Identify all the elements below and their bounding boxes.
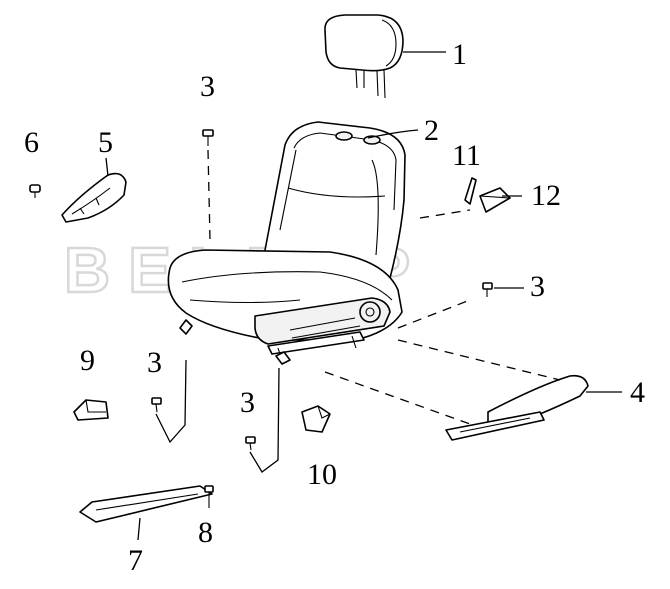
rail-cover-right — [445, 374, 589, 441]
callout-2: 2 — [424, 114, 439, 147]
callout-1: 1 — [452, 38, 467, 71]
bolt-mid-lower-line — [249, 367, 280, 473]
callout-4: 4 — [630, 376, 645, 409]
bracket-12 — [479, 187, 511, 213]
plate-10 — [301, 405, 331, 433]
screw-8 — [204, 485, 214, 508]
bolt-top — [202, 129, 214, 146]
bolt-right — [482, 282, 493, 297]
headrest — [324, 14, 404, 99]
dashed-line-bolt-right — [397, 299, 471, 329]
callout-9: 9 — [80, 344, 95, 377]
callout-3-top: 3 — [200, 70, 215, 103]
bolt-left-lower-line — [155, 359, 187, 444]
screw-6 — [29, 184, 41, 198]
dashed-line-rail-cover — [324, 371, 471, 425]
callout-3-right: 3 — [530, 270, 545, 303]
dashed-line-rail-cover-2 — [397, 339, 561, 381]
callout-5: 5 — [98, 126, 113, 159]
leader-line-5 — [105, 157, 109, 177]
clip-11 — [464, 177, 477, 205]
callout-10: 10 — [307, 458, 337, 491]
callout-3-left-lower: 3 — [147, 346, 162, 379]
bolt-mid-lower — [245, 436, 256, 451]
leader-line-2 — [367, 129, 419, 139]
callout-3-mid-lower: 3 — [240, 386, 255, 419]
rail-trim-left — [79, 485, 213, 523]
bolt-left-lower — [151, 397, 162, 413]
callout-12: 12 — [531, 179, 561, 212]
dashed-line-clip — [419, 209, 471, 219]
side-cover — [61, 172, 127, 223]
callout-7: 7 — [128, 544, 143, 577]
callout-6: 6 — [24, 126, 39, 159]
dashed-line-bolt-top — [207, 149, 211, 241]
seat-assembly — [167, 121, 406, 365]
callout-11: 11 — [452, 139, 481, 172]
leader-line-7 — [137, 517, 141, 541]
bracket-9 — [73, 399, 109, 421]
callout-8: 8 — [198, 516, 213, 549]
